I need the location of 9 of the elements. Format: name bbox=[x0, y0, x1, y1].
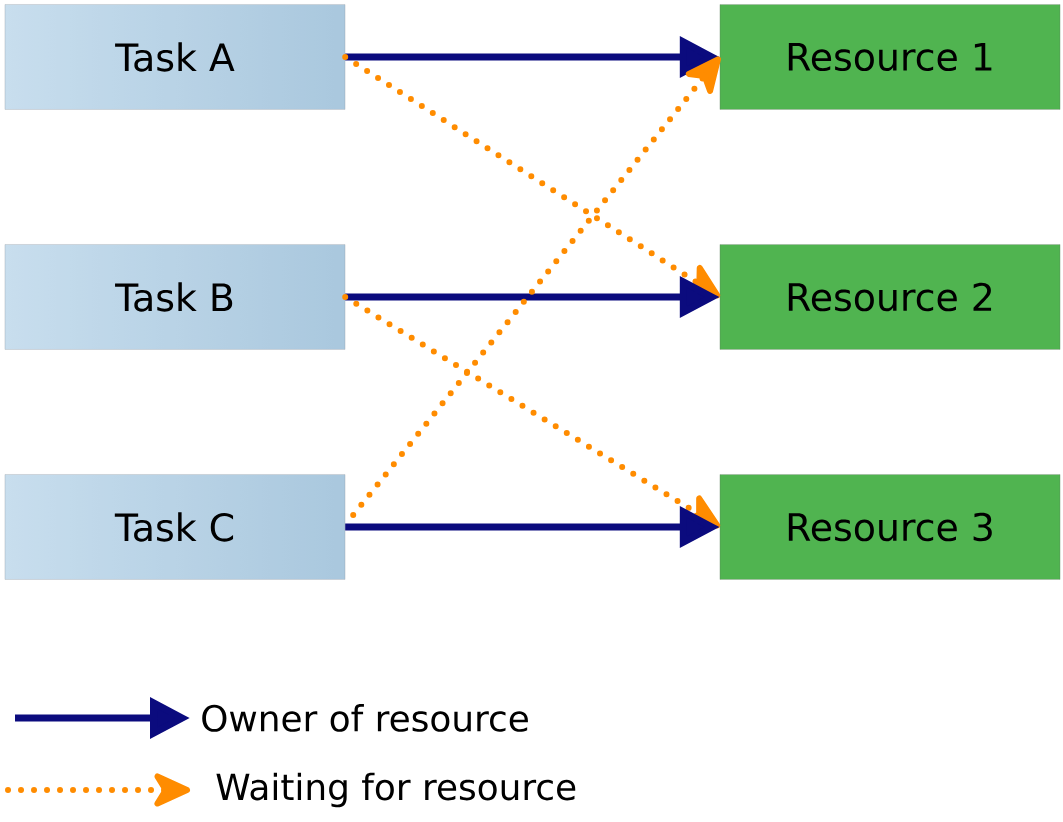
legend-text: Waiting for resource bbox=[216, 772, 576, 808]
resource-box: Resource 1 bbox=[719, 4, 1061, 110]
task-box: Task A bbox=[4, 4, 346, 110]
arrow bbox=[350, 56, 721, 518]
resource-box: Resource 2 bbox=[719, 244, 1061, 350]
task-box: Task B bbox=[4, 244, 346, 350]
task-box: Task C bbox=[4, 474, 346, 580]
resource-box: Resource 3 bbox=[719, 474, 1061, 580]
legend-text: Owner of resource bbox=[202, 704, 528, 732]
